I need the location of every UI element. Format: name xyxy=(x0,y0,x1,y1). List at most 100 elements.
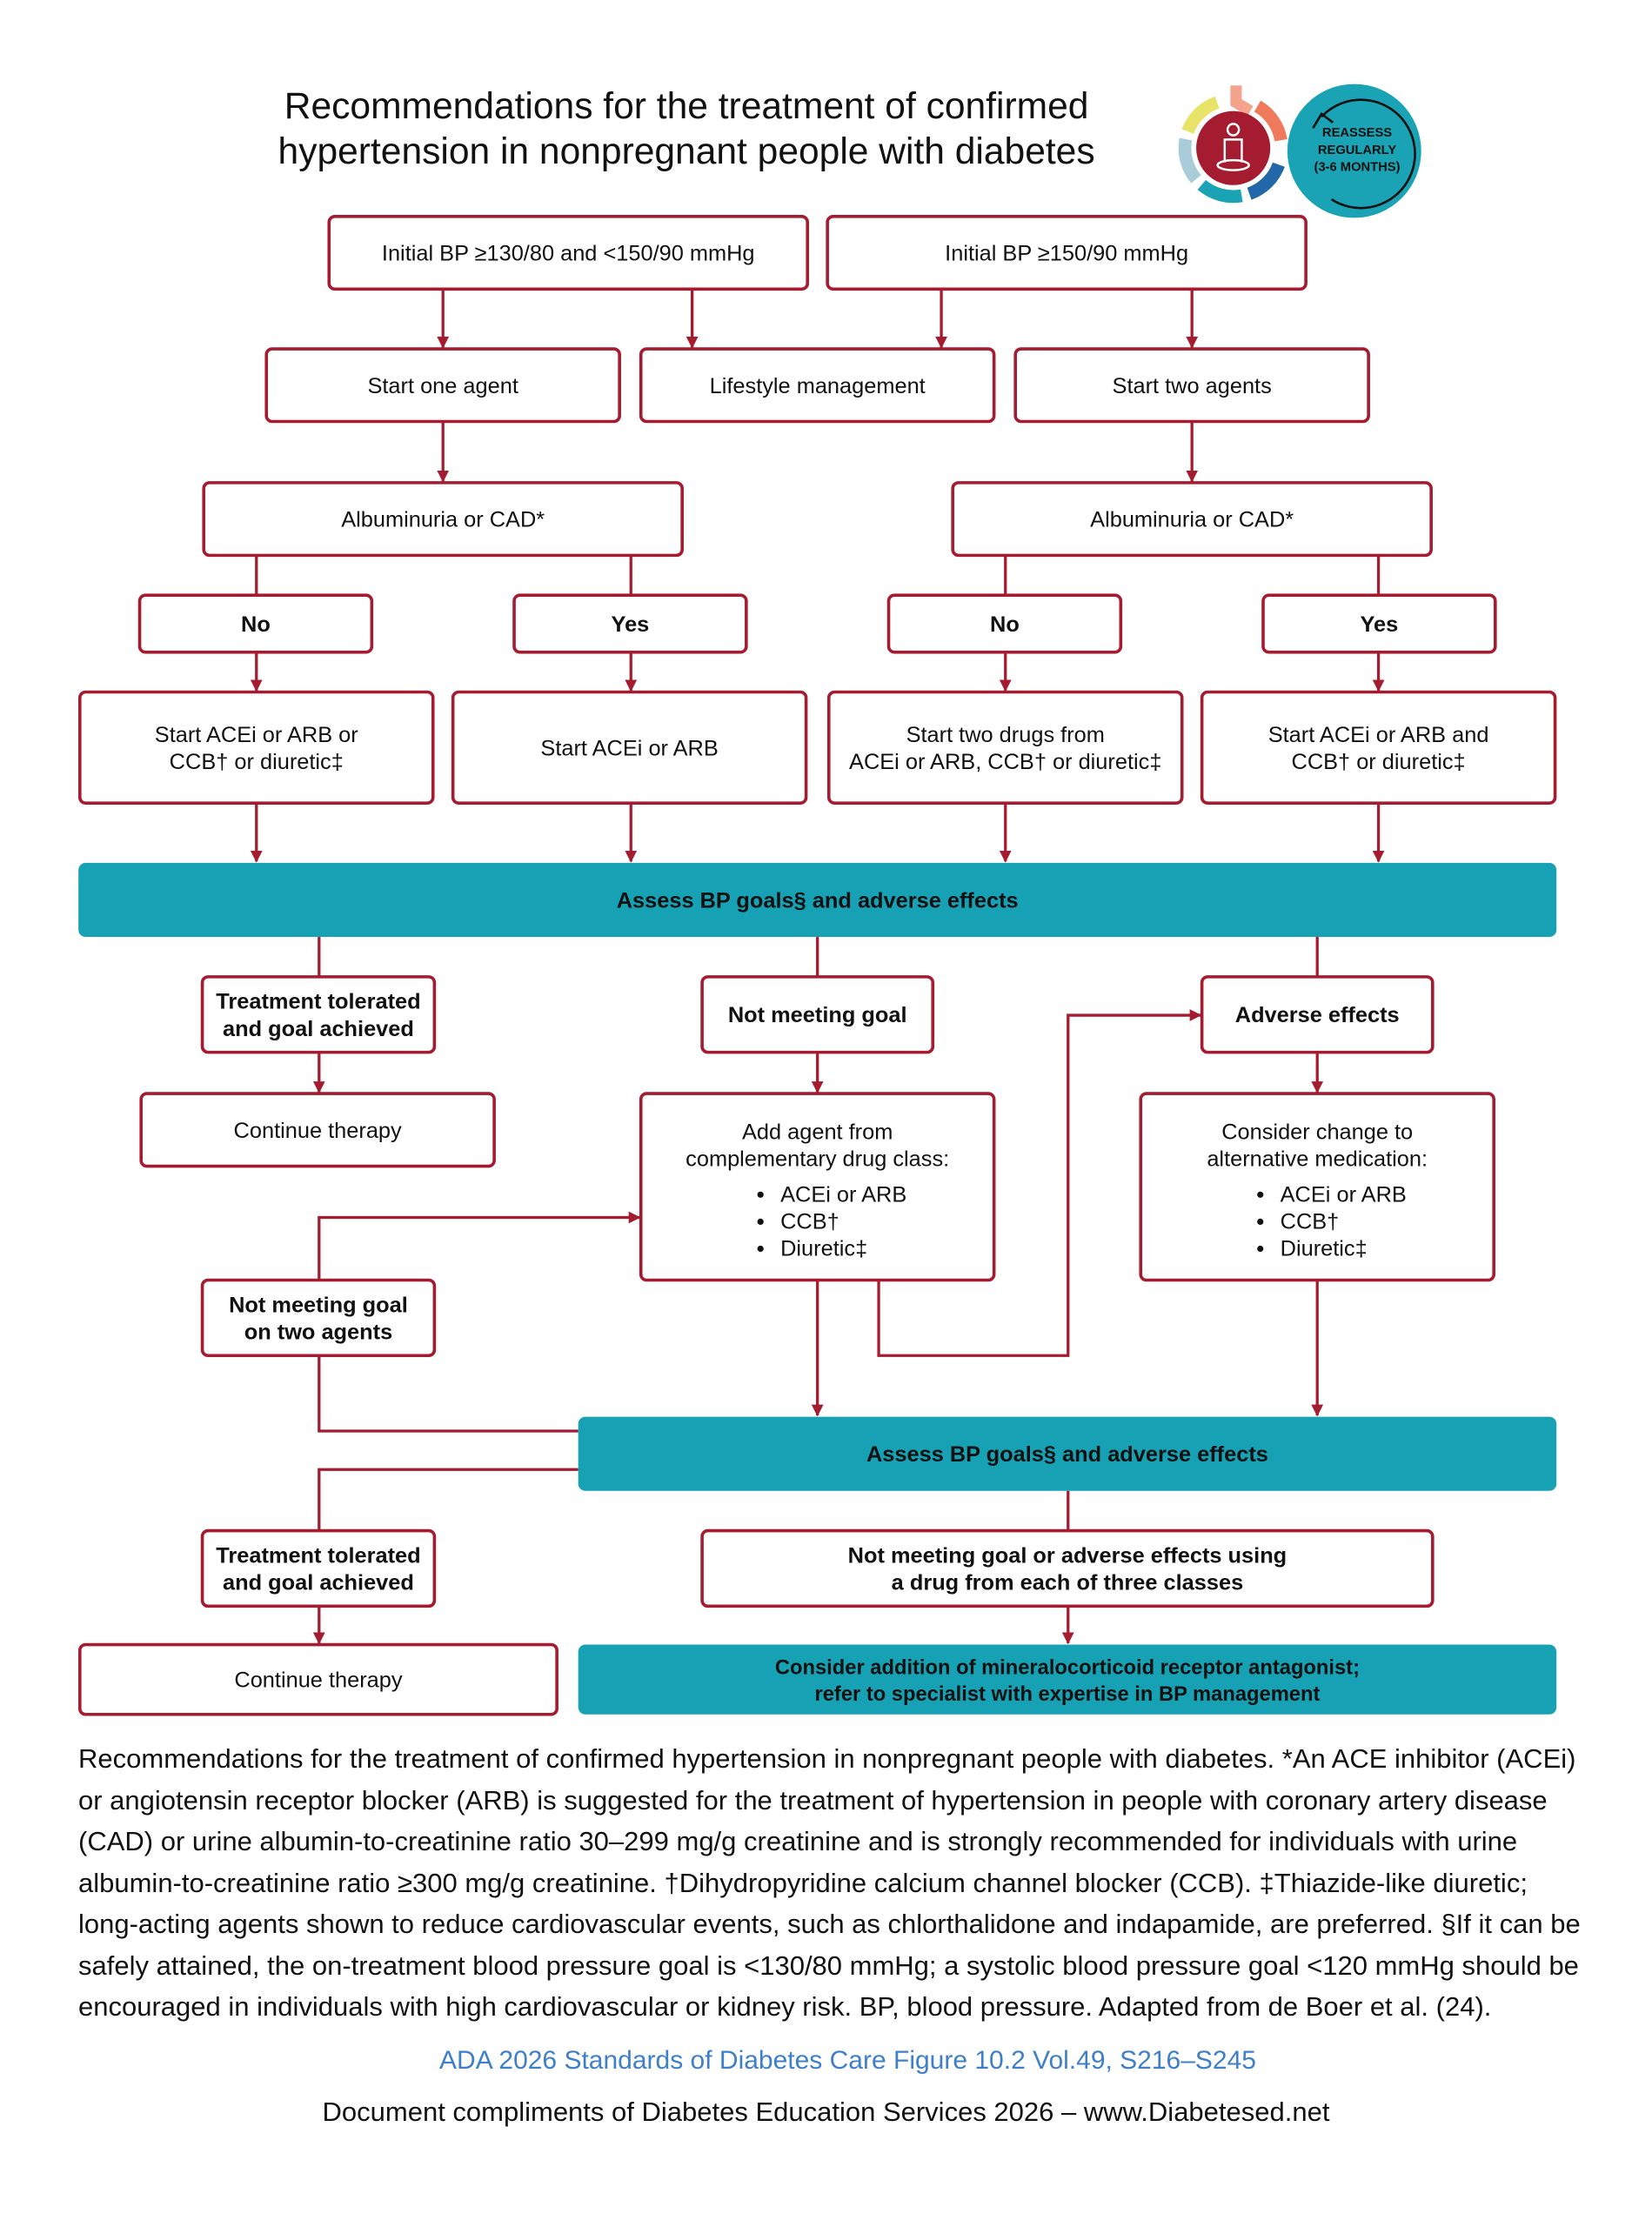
box-frame xyxy=(578,1644,1557,1715)
box-label: Not meeting goal xyxy=(229,1293,408,1317)
reassess-badge: REASSESS REGULARLY (3-6 MONTHS) xyxy=(1287,84,1421,218)
box-label: Treatment tolerated xyxy=(216,990,420,1014)
yes-left-box: Yes xyxy=(512,593,748,654)
box-frame xyxy=(578,1416,1557,1491)
initial-bp-high-box: Initial BP ≥150/90 mmHg xyxy=(826,214,1308,291)
no-left-box: No xyxy=(137,593,374,654)
connector-arrow xyxy=(318,1468,579,1531)
treatment-tolerated-box-2: Treatment tolerated and goal achieved xyxy=(200,1528,437,1608)
box-frame xyxy=(200,975,437,1054)
albuminuria-cad-left-box: Albuminuria or CAD* xyxy=(202,481,684,558)
box-frame xyxy=(451,690,808,805)
box-label: alternative medication: xyxy=(1207,1147,1428,1172)
box-frame xyxy=(639,1092,996,1282)
box-label: refer to specialist with expertise in BP… xyxy=(815,1683,1321,1706)
box-frame xyxy=(826,214,1308,291)
add-agent-box: Add agent from complementary drug class: A… xyxy=(639,1092,996,1282)
box-label: and goal achieved xyxy=(223,1017,414,1041)
bullet-icon xyxy=(757,1218,764,1225)
box-frame xyxy=(1200,975,1435,1054)
box-label: Start ACEi or ARB and xyxy=(1268,723,1489,747)
box-label: Not meeting goal or adverse effects usin… xyxy=(848,1543,1287,1568)
box-label: Start two agents xyxy=(1113,374,1272,398)
drug-list-item: Diuretic‡ xyxy=(780,1237,867,1261)
badge-line-3: (3-6 MONTHS) xyxy=(1314,160,1401,174)
box-label: Start two drugs from xyxy=(906,723,1105,747)
box-label: Continue therapy xyxy=(234,1119,402,1143)
box-frame xyxy=(78,1642,558,1716)
box-label: on two agents xyxy=(244,1320,392,1344)
box-frame xyxy=(1200,690,1557,805)
initial-bp-low-box: Initial BP ≥130/80 and <150/90 mmHg xyxy=(327,214,810,291)
drug-list-item: Diuretic‡ xyxy=(1281,1237,1368,1261)
box-frame xyxy=(700,1528,1435,1608)
drug-list-item: ACEi or ARB xyxy=(1281,1182,1407,1207)
box-frame xyxy=(886,593,1123,654)
box-label: Start ACEi or ARB or xyxy=(155,723,359,747)
box-frame xyxy=(1261,593,1497,654)
title-line-2: hypertension in nonpregnant people with … xyxy=(278,130,1095,172)
box-label: CCB† or diuretic‡ xyxy=(1292,750,1466,774)
badge-line-1: REASSESS xyxy=(1322,126,1392,140)
box-frame xyxy=(78,862,1557,938)
box-label: Continue therapy xyxy=(234,1669,402,1693)
box-frame xyxy=(137,593,374,654)
albuminuria-cad-right-box: Albuminuria or CAD* xyxy=(951,481,1433,558)
connector-arrow xyxy=(877,1009,1202,1357)
title-line-1: Recommendations for the treatment of con… xyxy=(284,85,1089,127)
box-label: Not meeting goal xyxy=(728,1003,907,1027)
figure-caption: Recommendations for the treatment of con… xyxy=(78,1743,1581,2022)
adverse-effects-box: Adverse effects xyxy=(1200,975,1435,1054)
footer-credit[interactable]: Document compliments of Diabetes Educati… xyxy=(322,2097,1330,2127)
continue-therapy-box-2: Continue therapy xyxy=(78,1642,558,1716)
cycle-logo xyxy=(1178,85,1288,204)
box-frame xyxy=(264,347,621,424)
box-label: Albuminuria or CAD* xyxy=(1090,508,1294,532)
box-label: Albuminuria or CAD* xyxy=(341,508,545,532)
box-label: complementary drug class: xyxy=(686,1147,949,1172)
bullet-icon xyxy=(757,1191,764,1198)
not-meeting-goal-two-agents-box: Not meeting goal on two agents xyxy=(200,1278,437,1358)
box-label: ACEi or ARB, CCB† or diuretic‡ xyxy=(849,750,1161,774)
box-label: Add agent from xyxy=(742,1120,893,1144)
box-frame xyxy=(826,690,1184,805)
assess-bp-goals-bar-2: Assess BP goals§ and adverse effects xyxy=(578,1416,1557,1491)
box-label: Yes xyxy=(612,612,650,637)
box-frame xyxy=(139,1092,496,1168)
connector-arrow xyxy=(318,1211,641,1281)
drug-list-item: ACEi or ARB xyxy=(780,1182,906,1207)
box-label: Start one agent xyxy=(367,374,518,398)
box-frame xyxy=(327,214,810,291)
drug-list-item: CCB† xyxy=(1281,1210,1340,1234)
yes-right-box: Yes xyxy=(1261,593,1497,654)
start-acei-arb-box: Start ACEi or ARB xyxy=(451,690,808,805)
box-label: Consider addition of mineralocorticoid r… xyxy=(775,1657,1360,1680)
box-label: Treatment tolerated xyxy=(216,1543,420,1568)
box-frame xyxy=(512,593,748,654)
drug-list-item: CCB† xyxy=(780,1210,839,1234)
bullet-icon xyxy=(757,1245,764,1253)
box-frame xyxy=(700,975,935,1054)
box-label: Yes xyxy=(1361,612,1399,637)
box-label: Initial BP ≥130/80 and <150/90 mmHg xyxy=(382,242,755,266)
mra-specialist-bar: Consider addition of mineralocorticoid r… xyxy=(578,1644,1557,1715)
box-frame xyxy=(639,347,996,424)
box-label: and goal achieved xyxy=(223,1571,414,1595)
source-citation[interactable]: ADA 2026 Standards of Diabetes Care Figu… xyxy=(439,2046,1256,2075)
box-label: No xyxy=(241,612,271,637)
box-frame xyxy=(78,690,435,805)
bullet-icon xyxy=(1257,1245,1264,1253)
box-frame xyxy=(202,481,684,558)
assess-bp-goals-bar-1: Assess BP goals§ and adverse effects xyxy=(78,862,1557,938)
box-label: Initial BP ≥150/90 mmHg xyxy=(945,242,1188,266)
box-frame xyxy=(1013,347,1370,424)
box-frame xyxy=(200,1528,437,1608)
continue-therapy-box-1: Continue therapy xyxy=(139,1092,496,1168)
box-label: Start ACEi or ARB xyxy=(540,736,718,760)
box-frame xyxy=(1139,1092,1495,1282)
box-label: Assess BP goals§ and adverse effects xyxy=(617,888,1019,913)
badge-line-2: REGULARLY xyxy=(1318,144,1396,157)
